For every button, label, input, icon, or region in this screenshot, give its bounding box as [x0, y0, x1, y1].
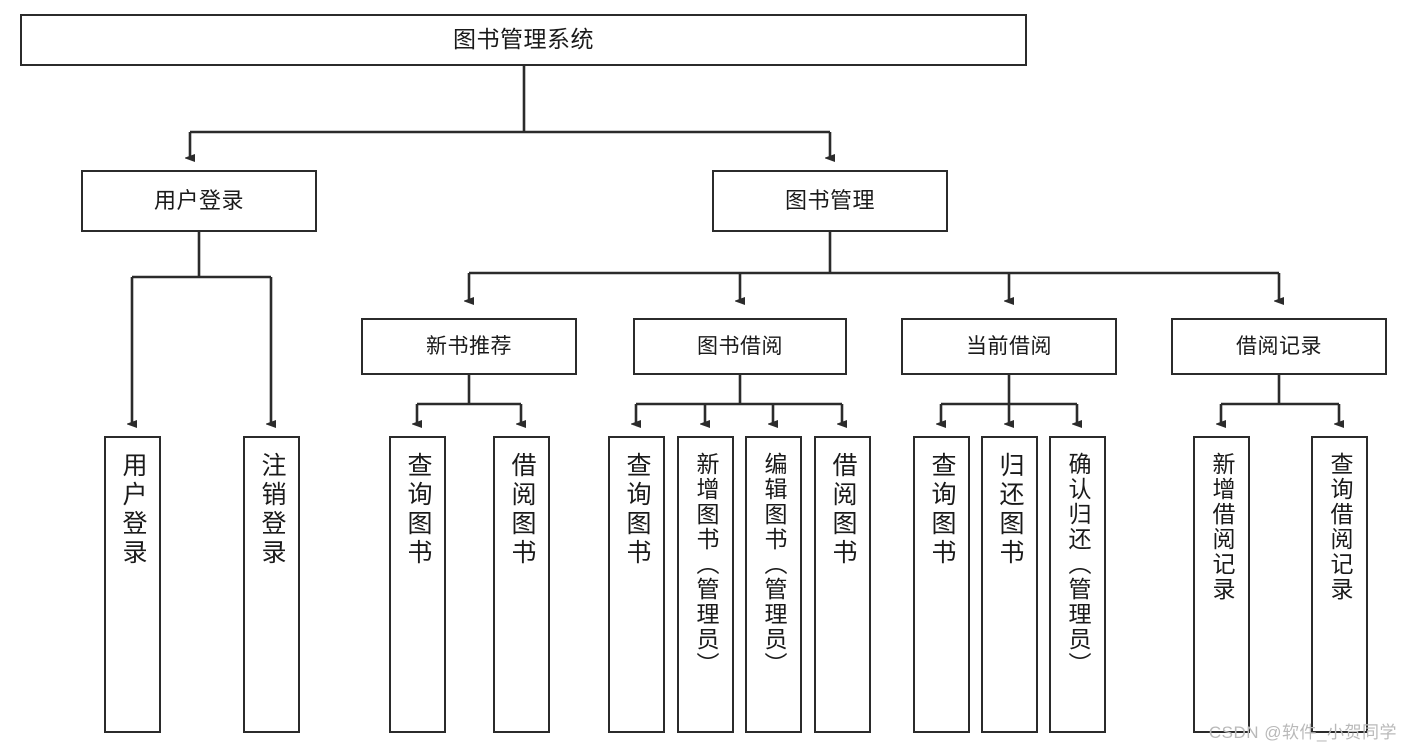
- node-root[interactable]: 图书管理系统: [20, 14, 1027, 66]
- leaf-query-book-2-label: 查询图书: [623, 452, 651, 568]
- leaf-borrow-book-2-label: 借阅图书: [829, 452, 857, 568]
- leaf-add-record[interactable]: 新增借阅记录: [1193, 436, 1250, 733]
- leaf-query-book-1-label: 查询图书: [404, 452, 432, 568]
- node-new-book-recommend[interactable]: 新书推荐: [361, 318, 577, 375]
- node-book-borrow-label: 图书借阅: [697, 334, 783, 358]
- leaf-query-book-3-label: 查询图书: [928, 452, 956, 568]
- node-new-book-recommend-label: 新书推荐: [426, 334, 512, 358]
- leaf-query-book-3[interactable]: 查询图书: [913, 436, 970, 733]
- leaf-query-book-2[interactable]: 查询图书: [608, 436, 665, 733]
- leaf-user-login[interactable]: 用户登录: [104, 436, 161, 733]
- leaf-borrow-book-1[interactable]: 借阅图书: [493, 436, 550, 733]
- node-current-borrow[interactable]: 当前借阅: [901, 318, 1117, 375]
- node-user-login-label: 用户登录: [153, 187, 244, 213]
- leaf-return-book-label: 归还图书: [996, 452, 1024, 568]
- node-root-label: 图书管理系统: [453, 26, 594, 53]
- node-borrow-record[interactable]: 借阅记录: [1171, 318, 1387, 375]
- leaf-edit-book-label: 编辑图书（管理员）: [761, 452, 787, 677]
- leaf-borrow-book-2[interactable]: 借阅图书: [814, 436, 871, 733]
- node-book-manage[interactable]: 图书管理: [712, 170, 948, 232]
- node-book-manage-label: 图书管理: [784, 187, 875, 213]
- leaf-logout-login[interactable]: 注销登录: [243, 436, 300, 733]
- leaf-return-book[interactable]: 归还图书: [981, 436, 1038, 733]
- leaf-query-book-1[interactable]: 查询图书: [389, 436, 446, 733]
- node-current-borrow-label: 当前借阅: [966, 334, 1052, 358]
- leaf-user-login-label: 用户登录: [119, 452, 147, 568]
- node-book-borrow[interactable]: 图书借阅: [633, 318, 847, 375]
- leaf-logout-login-label: 注销登录: [258, 452, 286, 568]
- node-user-login[interactable]: 用户登录: [81, 170, 317, 232]
- leaf-query-record-label: 查询借阅记录: [1327, 452, 1353, 602]
- leaf-confirm-return-label: 确认归还（管理员）: [1065, 452, 1091, 677]
- leaf-add-record-label: 新增借阅记录: [1209, 452, 1235, 602]
- leaf-query-record[interactable]: 查询借阅记录: [1311, 436, 1368, 733]
- leaf-add-book-label: 新增图书（管理员）: [693, 452, 719, 677]
- leaf-borrow-book-1-label: 借阅图书: [508, 452, 536, 568]
- leaf-add-book[interactable]: 新增图书（管理员）: [677, 436, 734, 733]
- leaf-edit-book[interactable]: 编辑图书（管理员）: [745, 436, 802, 733]
- node-borrow-record-label: 借阅记录: [1236, 334, 1322, 358]
- leaf-confirm-return[interactable]: 确认归还（管理员）: [1049, 436, 1106, 733]
